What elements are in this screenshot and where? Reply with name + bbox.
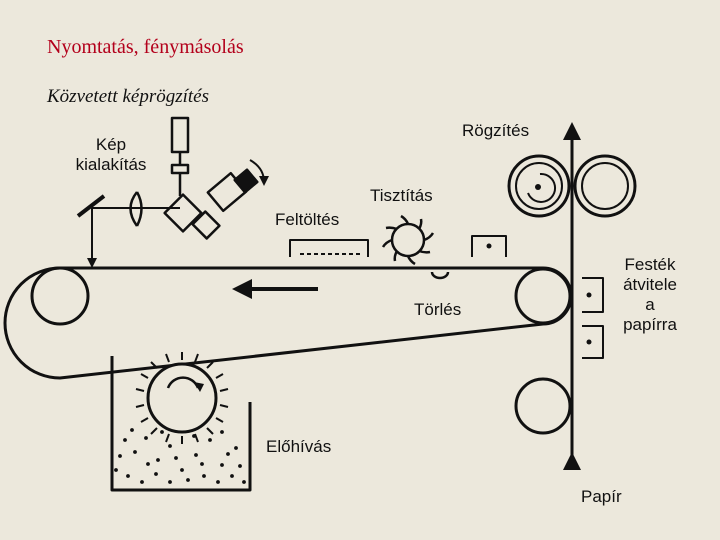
belt [3, 266, 573, 380]
cleaning-box [471, 235, 507, 257]
label-kep-line2: kialakítás [75, 155, 147, 174]
label-torles: Törlés [414, 300, 462, 319]
label-feltoltes: Feltöltés [275, 210, 340, 229]
belt-roller-left [30, 266, 90, 326]
optics-assembly [76, 116, 269, 268]
label-kep-kialakitas: Kép kialakítás [56, 135, 166, 175]
cleaning-brush [381, 214, 435, 266]
developer-unit [110, 352, 252, 492]
belt-roller-right-lower [514, 377, 572, 435]
label-papir: Papír [581, 487, 622, 506]
charging-corona [289, 239, 369, 257]
label-tisztitas: Tisztítás [370, 186, 433, 205]
slide-subtitle: Közvetett képrögzítés [47, 86, 209, 107]
label-festek-line1: Festék [624, 255, 676, 274]
label-rogzites: Rögzítés [462, 121, 530, 140]
transfer-corona-upper [582, 277, 604, 313]
label-festek-line2: átvitele [623, 275, 677, 294]
erase-lamp [430, 271, 450, 280]
label-kep-line1: Kép [95, 135, 127, 154]
label-elohivas: Előhívás [266, 437, 332, 456]
belt-direction-arrow [232, 279, 318, 299]
slide-title: Nyomtatás, fénymásolás [47, 36, 244, 58]
label-festek-atvitele: Festék átvitele a papírra [610, 255, 690, 335]
label-festek-line4: papírra [623, 315, 677, 334]
belt-roller-right-upper [514, 267, 572, 325]
fuser-rollers [507, 154, 637, 218]
transfer-corona-lower [582, 325, 604, 359]
paper-path [563, 122, 581, 470]
label-festek-line3: a [645, 295, 655, 314]
